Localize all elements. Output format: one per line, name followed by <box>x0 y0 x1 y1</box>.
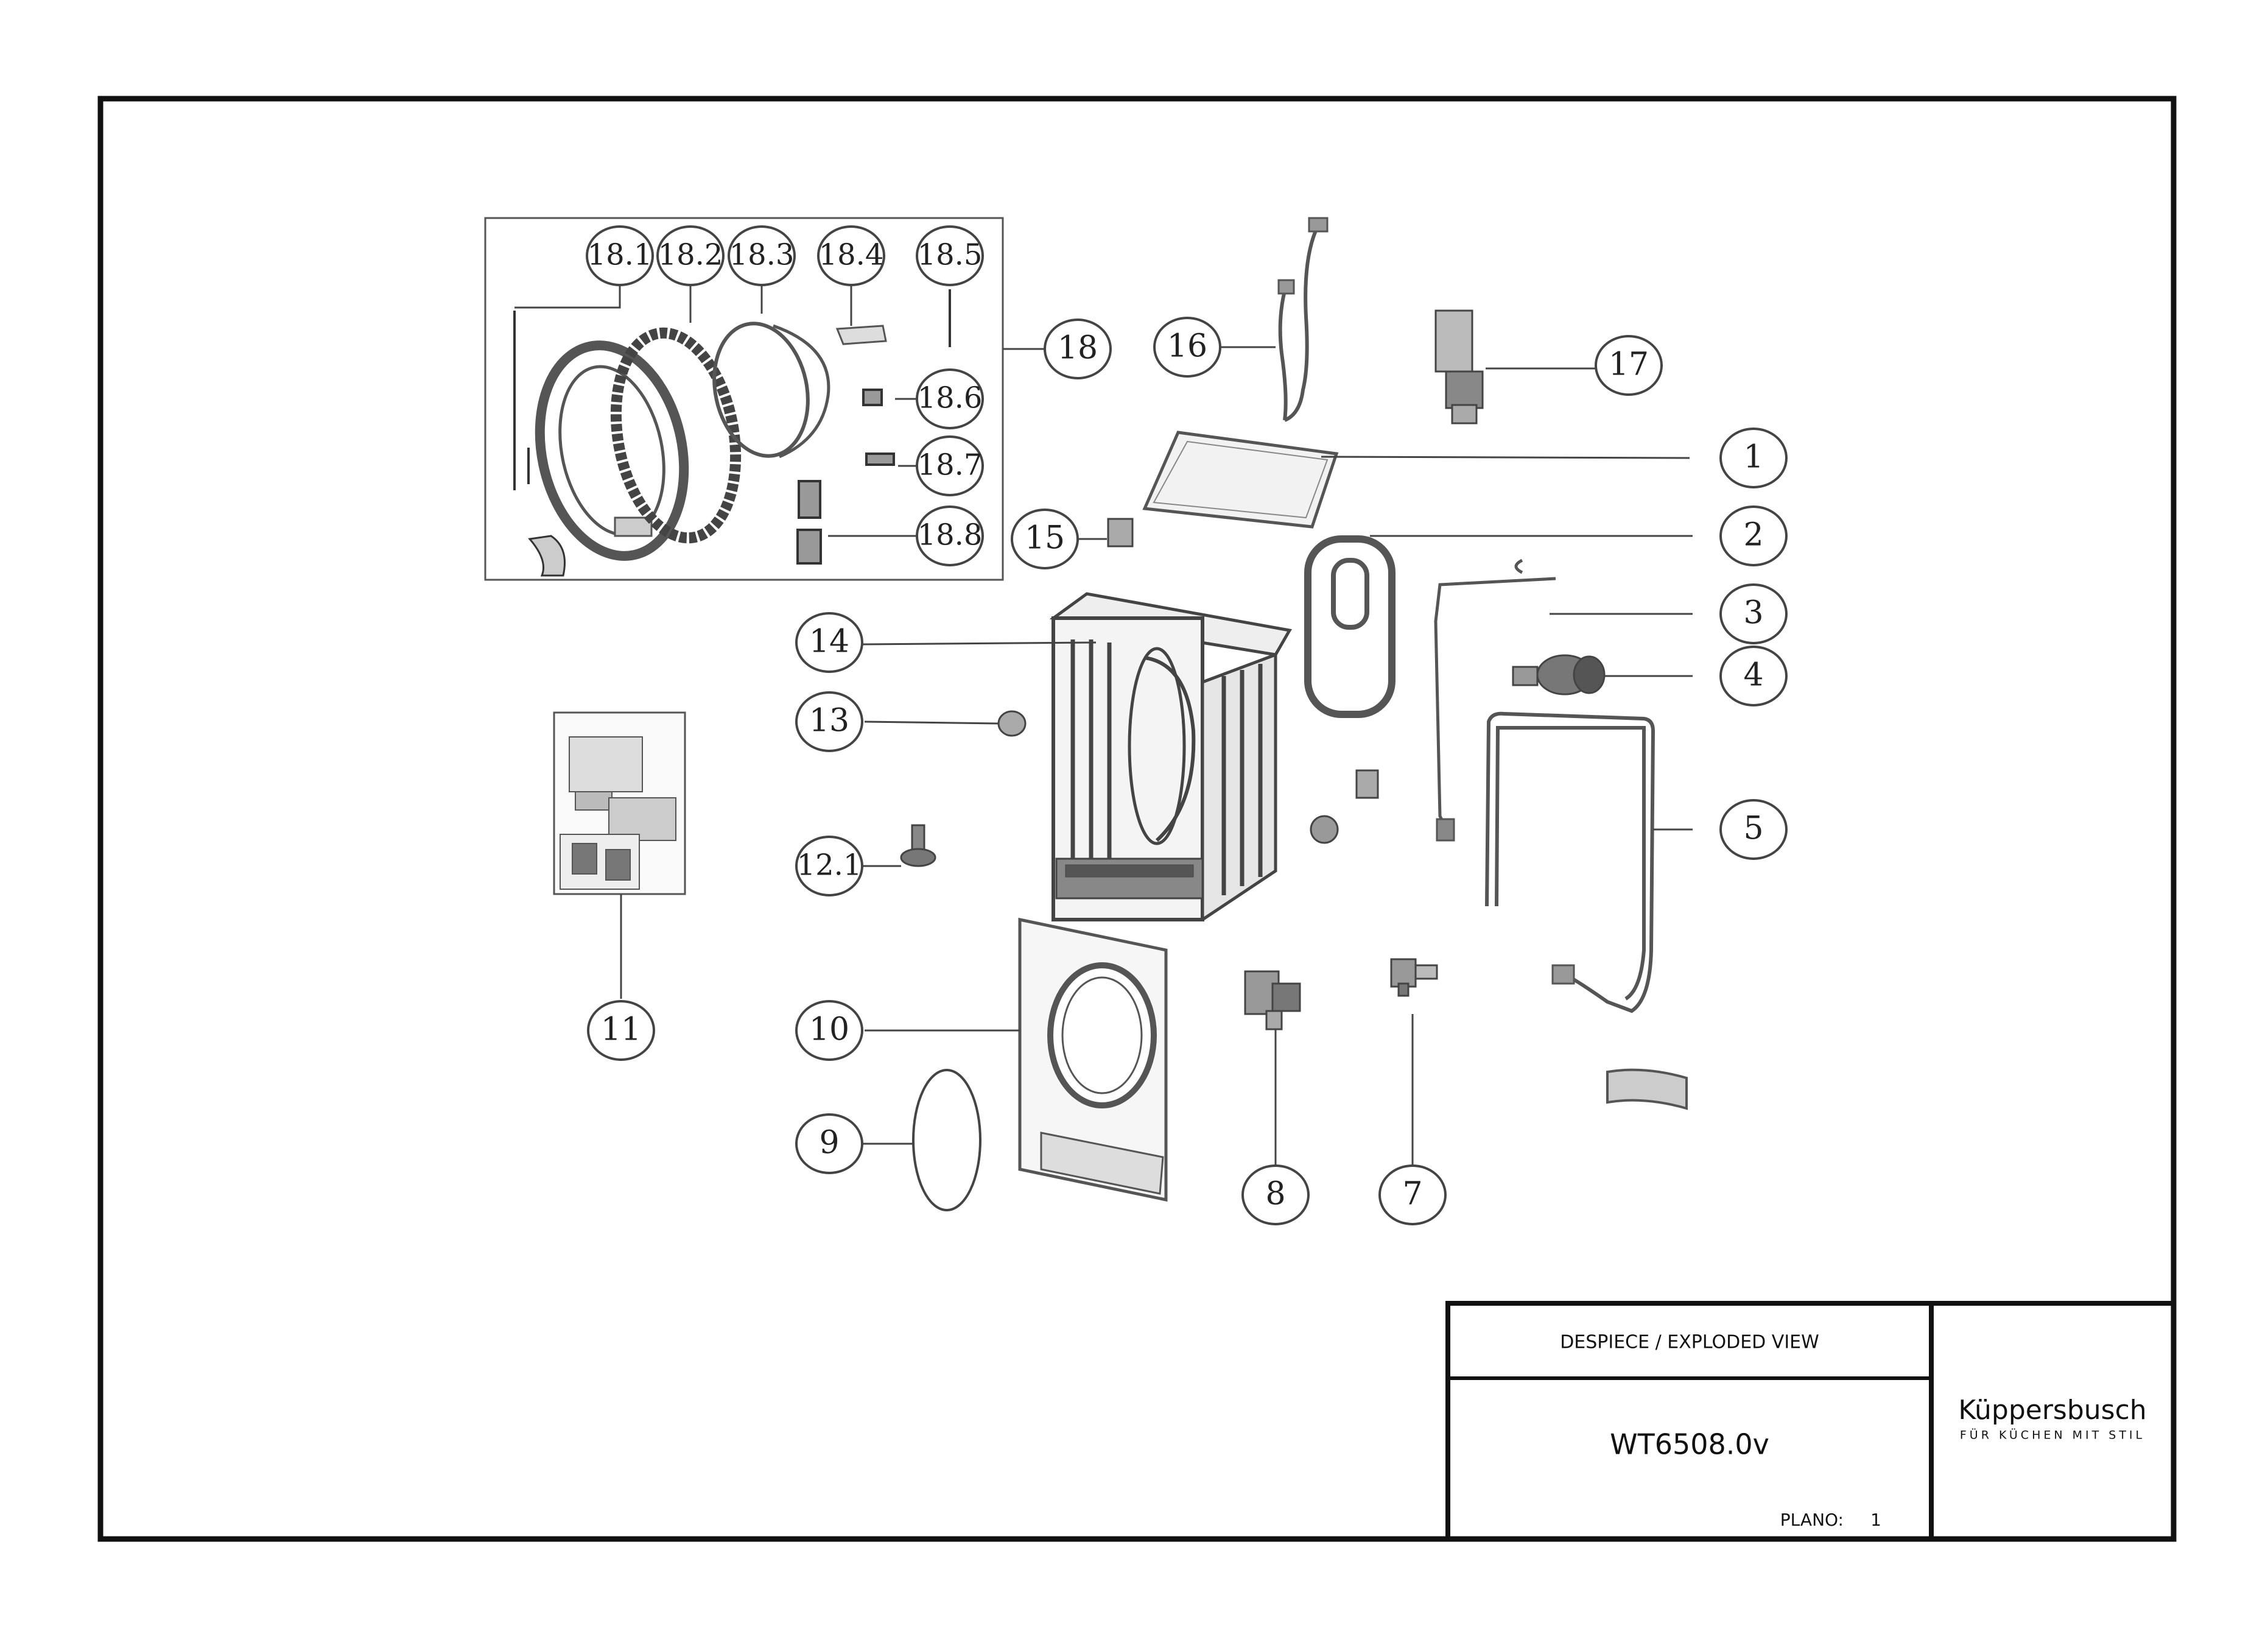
title-block: DESPIECE / EXPLODED VIEW WT6508.0v PLANO… <box>1445 1301 2176 1541</box>
callout-12-1: 12.1 <box>797 848 862 882</box>
callout-8: 8 <box>1265 1176 1285 1213</box>
plano-label: PLANO: <box>1780 1510 1844 1530</box>
clip-part <box>1107 518 1134 548</box>
adjustable-foot <box>900 824 936 867</box>
solenoid-valve <box>1390 958 1438 997</box>
sheet-border <box>97 96 2177 1542</box>
door-seal-strip <box>513 311 566 577</box>
brand-logo: Küppersbusch <box>1958 1395 2146 1426</box>
callout-10: 10 <box>809 1012 849 1048</box>
callout-1: 1 <box>1743 439 1763 476</box>
drain-pump <box>1244 970 1301 1030</box>
callout-2: 2 <box>1743 517 1763 554</box>
pressure-hose <box>1434 558 1556 842</box>
door-glass-bowl <box>712 322 830 459</box>
callout-5: 5 <box>1743 811 1763 847</box>
door-outer-ring <box>535 340 689 561</box>
callout-18-2: 18.2 <box>658 238 723 272</box>
callout-4: 4 <box>1743 657 1763 694</box>
callout-14: 14 <box>809 624 849 660</box>
door-assembly-group <box>484 217 1045 581</box>
noise-filter <box>1434 309 1484 424</box>
hinge-small-parts <box>796 389 895 565</box>
side-cap <box>1310 815 1339 844</box>
drain-hose <box>1485 711 1688 1110</box>
callout-13: 13 <box>809 703 849 739</box>
callout-17: 17 <box>1609 347 1649 383</box>
callout-18-6: 18.6 <box>918 381 983 415</box>
callout-11: 11 <box>601 1012 641 1048</box>
side-clip <box>1355 769 1379 799</box>
callout-labels: 18.1 18.2 18.3 18.4 18.5 18 18.6 18.7 18… <box>588 238 1764 1213</box>
callout-15: 15 <box>1025 520 1065 557</box>
model-number: WT6508.0v <box>1610 1428 1769 1461</box>
callout-bubbles <box>586 225 1788 1225</box>
door-seal-ring <box>912 1069 981 1211</box>
callout-18-5: 18.5 <box>918 238 983 272</box>
drawer-frame <box>1304 535 1396 718</box>
front-panel <box>1018 917 1168 1202</box>
callout-16: 16 <box>1167 328 1207 365</box>
callout-7: 7 <box>1402 1176 1422 1213</box>
leader-1 <box>1321 456 1690 459</box>
door-gasket <box>610 327 742 544</box>
callout-18-3: 18.3 <box>729 238 795 272</box>
leader-13 <box>864 720 999 725</box>
top-cover <box>1142 431 1339 529</box>
washer-cabinet <box>1049 592 1292 921</box>
door-handle-part <box>835 325 887 345</box>
brand-tagline: FÜR KÜCHEN MIT STIL <box>1960 1428 2145 1442</box>
callout-18: 18 <box>1058 330 1098 367</box>
callout-18-1: 18.1 <box>588 238 653 272</box>
callout-18-7: 18.7 <box>918 448 983 482</box>
callout-9: 9 <box>819 1125 839 1161</box>
leader-14 <box>861 641 1097 646</box>
foot-cap <box>997 710 1027 737</box>
callout-18-4: 18.4 <box>819 238 884 272</box>
valve-part <box>1512 654 1606 696</box>
title-header: DESPIECE / EXPLODED VIEW <box>1560 1332 1819 1353</box>
inlet-hose <box>1277 217 1329 422</box>
callout-18-8: 18.8 <box>918 518 983 552</box>
installation-kit <box>553 711 686 895</box>
callout-3: 3 <box>1743 595 1763 632</box>
plano-number: 1 <box>1870 1510 1881 1530</box>
